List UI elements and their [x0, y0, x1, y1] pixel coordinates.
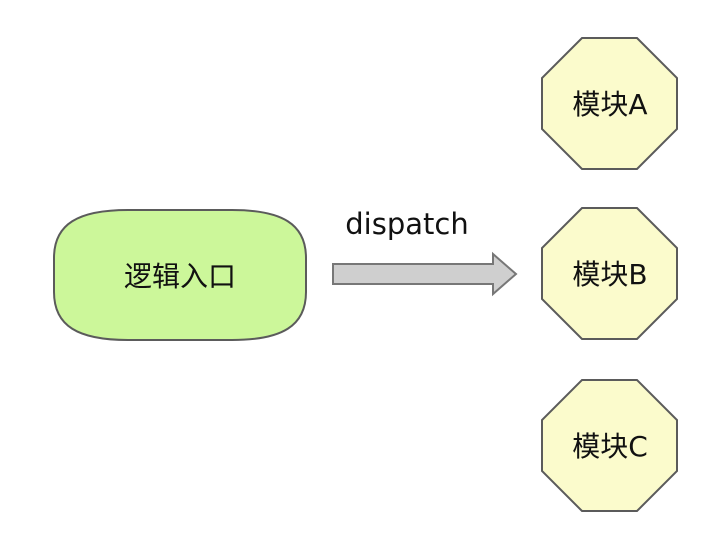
module-node-label: 模块C: [572, 430, 648, 463]
module-node-b: 模块B: [541, 207, 678, 340]
module-node-label: 模块A: [572, 88, 647, 121]
entry-node: 逻辑入口: [53, 209, 307, 341]
module-node-label: 模块B: [572, 258, 647, 291]
entry-node-label: 逻辑入口: [124, 260, 236, 293]
entry-node-shape: [53, 209, 307, 341]
module-node-shape: [541, 207, 678, 340]
module-node-shape: [541, 37, 678, 170]
module-node-a: 模块A: [541, 37, 678, 170]
module-node-shape: [541, 379, 678, 512]
dispatch-edge-label: dispatch: [345, 207, 468, 241]
dispatch-edge: dispatch: [332, 207, 518, 297]
dispatch-arrow: [332, 251, 518, 297]
module-node-c: 模块C: [541, 379, 678, 512]
